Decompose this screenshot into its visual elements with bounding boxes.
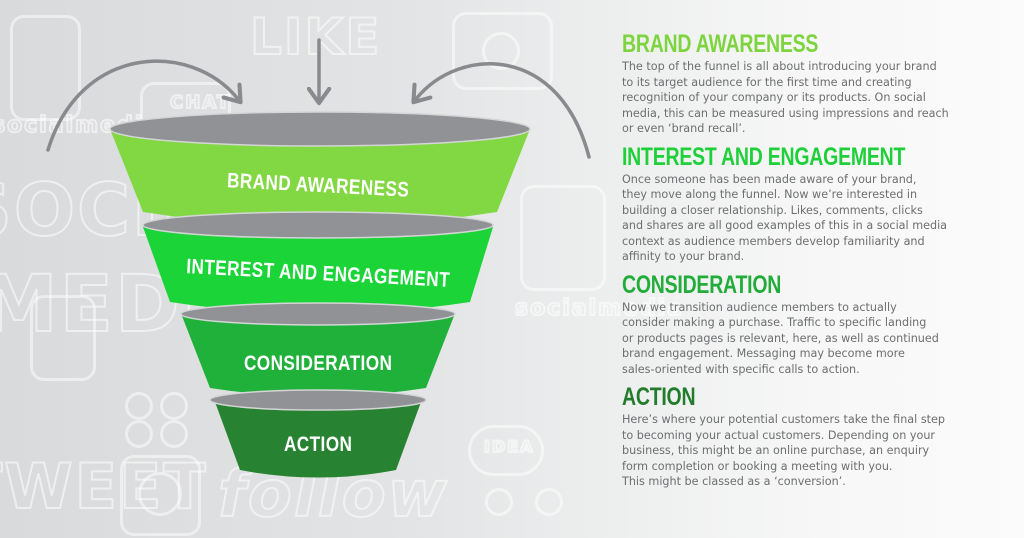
funnel-diagram: BRAND AWARENESS INTEREST AND ENGAGEMENT … [46, 38, 591, 478]
section-body-brand-awareness: The top of the funnel is all about intro… [622, 60, 949, 135]
section-title-consideration: CONSIDERATION [622, 270, 782, 299]
section-brand-awareness: BRAND AWARENESS The top of the funnel is… [622, 30, 1017, 137]
funnel-stage-consideration: CONSIDERATION [180, 302, 456, 397]
left-curved-arrow [46, 59, 243, 152]
funnel-stage-interest: INTEREST AND ENGAGEMENT [142, 211, 494, 314]
section-body-action: Here’s where your potential customers ta… [622, 413, 946, 488]
funnel-label-action: ACTION [284, 434, 352, 457]
section-body-consideration: Now we transition audience members to ac… [622, 300, 939, 376]
funnel-stage-brand-awareness: BRAND AWARENESS [109, 111, 531, 226]
section-title-brand-awareness: BRAND AWARENESS [622, 30, 819, 58]
section-title-interest: INTEREST AND ENGAGEMENT [622, 142, 906, 171]
section-action: ACTION Here’s where your potential custo… [622, 383, 1017, 490]
right-curved-arrow [411, 62, 591, 159]
section-consideration: CONSIDERATION Now we transition audience… [622, 271, 1017, 378]
description-panel: BRAND AWARENESS The top of the funnel is… [622, 30, 1017, 496]
funnel-stage-action: ACTION [209, 389, 427, 478]
section-title-action: ACTION [622, 383, 696, 411]
section-body-interest: Once someone has been made aware of your… [622, 172, 948, 264]
section-interest: INTEREST AND ENGAGEMENT Once someone has… [622, 143, 1017, 265]
funnel-label-consideration: CONSIDERATION [244, 353, 392, 376]
